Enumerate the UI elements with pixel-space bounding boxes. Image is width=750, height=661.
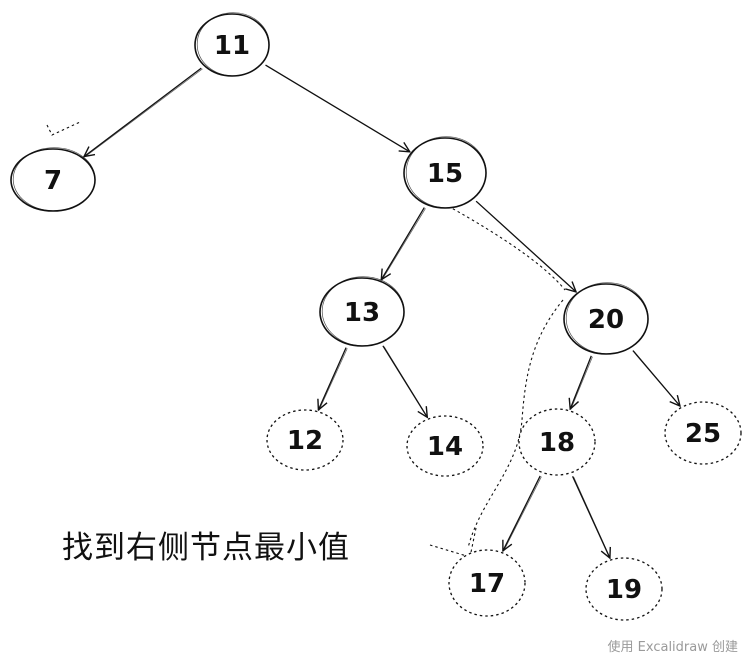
edge-n20-n25-sketch xyxy=(633,351,681,407)
dotted-mark-17 xyxy=(429,527,477,558)
edge-n15-n13-sketch xyxy=(381,208,426,281)
node-label: 20 xyxy=(588,305,624,335)
dotted-mark-7 xyxy=(46,121,81,136)
node-circle xyxy=(406,415,484,477)
tree-node-13: 13 xyxy=(319,276,405,347)
node-circle xyxy=(518,408,596,476)
tree-node-25: 25 xyxy=(664,401,742,465)
caption: 找到右侧节点最小值 xyxy=(62,530,350,566)
node-label: 15 xyxy=(427,159,463,189)
node-circle xyxy=(664,401,742,465)
tree-node-18: 18 xyxy=(518,408,596,476)
tree-node-14: 14 xyxy=(406,415,484,477)
tree-node-7: 7 xyxy=(10,147,96,212)
tree-node-19: 19 xyxy=(585,557,663,621)
dotted-path-20-to-17 xyxy=(467,299,564,549)
edge-n13-n14-sketch xyxy=(383,346,429,418)
tree-node-15: 15 xyxy=(403,136,487,209)
node-label: 14 xyxy=(427,432,463,462)
node-label: 17 xyxy=(469,569,505,599)
node-circle xyxy=(585,557,663,621)
edge-n20-n18 xyxy=(570,355,592,409)
edge-n18-n17 xyxy=(503,475,541,551)
node-label: 12 xyxy=(287,426,323,456)
node-circle-sketch xyxy=(321,276,405,347)
tree-node-12: 12 xyxy=(266,409,344,471)
edge-n18-n19-sketch xyxy=(573,476,611,559)
node-circle-sketch xyxy=(196,12,270,77)
edge-n11-n7 xyxy=(84,67,202,157)
edge-n13-n12-sketch xyxy=(318,348,348,411)
node-label: 25 xyxy=(685,419,721,449)
edge-n11-n15-sketch xyxy=(266,65,411,153)
node-label: 11 xyxy=(214,31,250,61)
node-label: 18 xyxy=(539,428,575,458)
node-circle-sketch xyxy=(565,282,649,355)
watermark: 使用 Excalidraw 创建 xyxy=(607,640,738,655)
edge-n20-n18-sketch xyxy=(570,356,593,410)
edge-n18-n17-sketch xyxy=(503,476,542,552)
node-label: 19 xyxy=(606,575,642,605)
node-circle-sketch xyxy=(12,147,96,212)
edge-n18-n19 xyxy=(572,476,610,558)
tree-node-17: 17 xyxy=(448,549,526,617)
node-circle xyxy=(266,409,344,471)
edge-n15-n13 xyxy=(381,207,425,280)
node-circle-sketch xyxy=(405,136,487,209)
dotted-path-15-to-20 xyxy=(447,205,566,291)
tree-node-20: 20 xyxy=(563,282,649,355)
node-label: 7 xyxy=(44,166,62,196)
edge-n11-n7-sketch xyxy=(84,68,203,158)
tree-node-11: 11 xyxy=(194,12,270,77)
edge-n13-n12 xyxy=(318,347,347,410)
node-label: 13 xyxy=(344,298,380,328)
edge-n15-n20-sketch xyxy=(477,201,577,293)
node-circle xyxy=(448,549,526,617)
